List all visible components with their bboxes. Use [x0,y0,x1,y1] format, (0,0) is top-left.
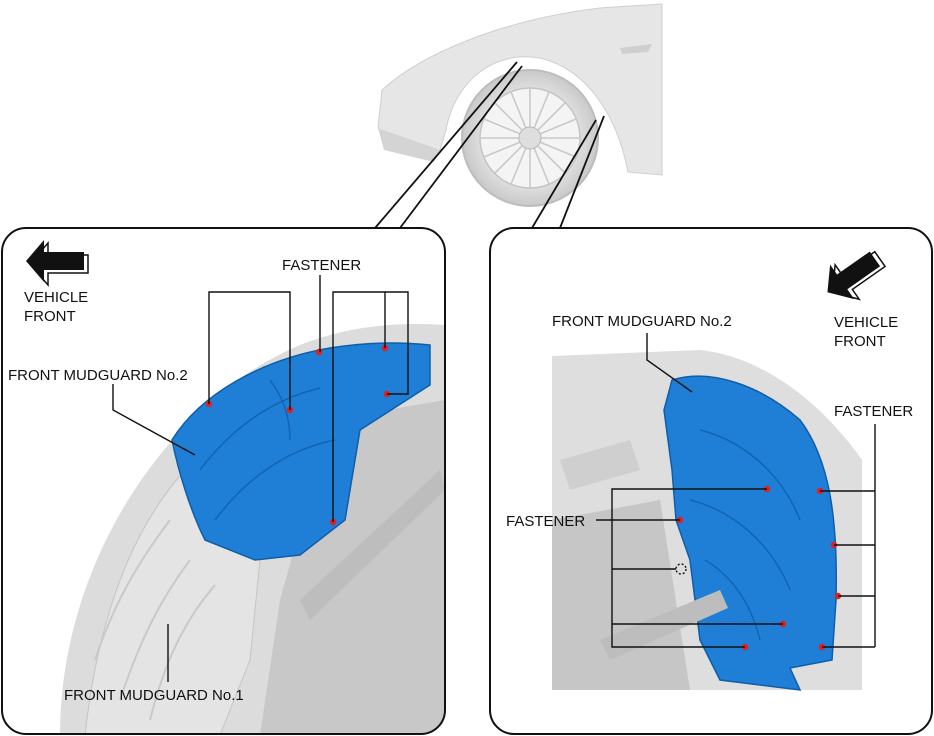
car-bumper [378,128,440,162]
fastener-clip-hidden [675,563,687,575]
left-mudguard2-leader [112,384,196,456]
right-inner-structure [552,500,690,690]
car-body [377,3,663,176]
car-light [620,44,652,54]
wheel-hub [518,126,542,150]
left-fastener-leaders [208,275,409,522]
drive-shaft [300,470,445,620]
right-mudguard2-leader [646,333,693,393]
right-direction-label-line1: VEHICLE [834,314,898,331]
right-fastener-leaders-left [596,488,783,648]
right-headlight-area [560,440,640,490]
right-fastener-leaders-right [820,424,876,648]
right-mudguard2-label: FRONT MUDGUARD No.2 [552,313,732,330]
mudguard1-ribs [94,519,216,721]
right-suspension-arm [600,590,728,660]
right-fastener-right-label: FASTENER [834,403,913,420]
right-mudguard-shading [689,429,801,641]
left-mudguard1-label: FRONT MUDGUARD No.1 [64,687,244,704]
callout-lines [374,61,605,229]
left-direction-label-line2: FRONT [24,308,76,325]
car-overview [377,3,663,207]
fastener-point [315,348,323,356]
right-direction-label-line2: FRONT [834,333,886,350]
arrow-up-left-icon [827,250,887,301]
front-mudguard-no2-left [171,342,431,561]
left-mudguard2-label: FRONT MUDGUARD No.2 [8,367,188,384]
right-fastener-left-label: FASTENER [506,513,585,530]
left-direction-label-line1: VEHICLE [24,289,88,306]
left-panel: VEHICLE FRONT FASTENER FRONT MUDGUARD No… [1,227,446,735]
right-panel: VEHICLE FRONT FRONT MUDGUARD No.2 FASTEN… [489,227,933,735]
left-fastener-label: FASTENER [282,257,361,274]
arrow-left-icon [26,240,89,288]
mudguard2-shading [199,379,336,521]
